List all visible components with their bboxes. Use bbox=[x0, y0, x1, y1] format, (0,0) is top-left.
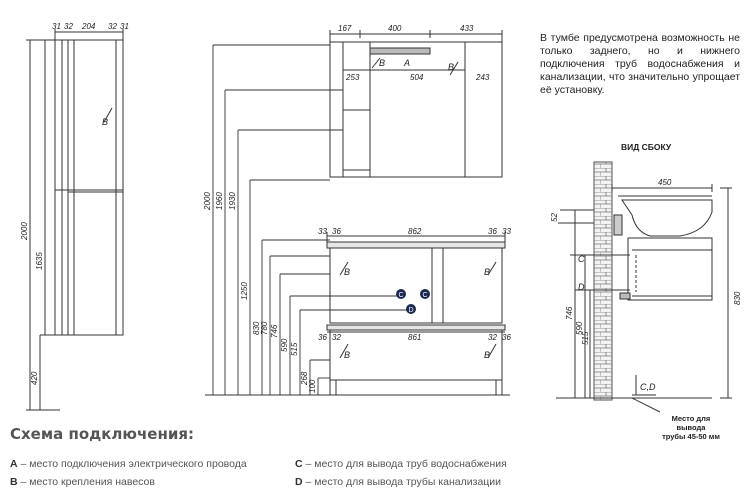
legend-item-a: A – место подключения электрического про… bbox=[10, 458, 247, 470]
legend-item-c: C – место для вывода труб водоснабжения bbox=[295, 458, 507, 470]
legend-text-b: – место крепления навесов bbox=[17, 476, 155, 488]
column-cabinet bbox=[26, 29, 124, 411]
conn-dim-2: 780 bbox=[260, 321, 269, 335]
mirror-inner-1: 253 bbox=[345, 73, 360, 82]
col-dim-2: 32 bbox=[64, 22, 73, 31]
upper-dim-4: 36 bbox=[488, 227, 497, 236]
side-label-d: D bbox=[578, 282, 585, 292]
mirror-label-b-right: B bbox=[448, 62, 454, 72]
installation-note: В тумбе предусмотрена возможность не тол… bbox=[540, 32, 740, 96]
legend-key-a: A bbox=[10, 458, 18, 470]
marker-d: D bbox=[409, 307, 414, 314]
col-dim-base: 420 bbox=[30, 371, 39, 385]
stack-dim-3: 1930 bbox=[228, 192, 237, 210]
upper-dim-1: 33 bbox=[318, 227, 327, 236]
upper-dim-3: 862 bbox=[408, 227, 422, 236]
vanity-label-b-3: B bbox=[344, 350, 350, 360]
side-dim-width: 450 bbox=[658, 178, 672, 187]
lower-dim-3: 861 bbox=[408, 333, 421, 342]
lower-dim-1: 36 bbox=[318, 333, 327, 342]
legend-key-b: B bbox=[10, 476, 18, 488]
col-dim-1: 31 bbox=[52, 22, 61, 31]
upper-dim-5: 33 bbox=[502, 227, 511, 236]
side-view-drawing bbox=[556, 184, 732, 413]
marker-c-left: C bbox=[399, 292, 404, 299]
conn-dim-5: 515 bbox=[290, 342, 299, 356]
stack-dim-4: 1250 bbox=[240, 282, 249, 300]
side-label-c: C bbox=[578, 254, 585, 264]
mirror-dim-2: 400 bbox=[388, 24, 402, 33]
pipe-note-line-1: Место для bbox=[671, 414, 711, 423]
conn-dim-3: 746 bbox=[270, 324, 279, 338]
side-label-cd: C,D bbox=[640, 382, 656, 392]
col-dim-4: 32 bbox=[108, 22, 117, 31]
conn-dim-1: 830 bbox=[252, 321, 261, 335]
legend-key-c: C bbox=[295, 458, 303, 470]
legend-item-b: B – место крепления навесов bbox=[10, 476, 155, 488]
side-dim-3: 590 bbox=[575, 321, 584, 335]
vanity-label-b-1: B bbox=[344, 267, 350, 277]
legend-text-a: – место подключения электрического прово… bbox=[17, 458, 247, 470]
side-view-title: ВИД СБОКУ bbox=[621, 142, 672, 152]
pipe-note-line-2: вывода bbox=[676, 423, 706, 432]
col-dim-5: 31 bbox=[120, 22, 129, 31]
dimension-stack bbox=[205, 44, 510, 396]
lower-dim-5: 36 bbox=[502, 333, 511, 342]
mirror-label-a: A bbox=[403, 58, 410, 68]
mirror-cabinet bbox=[329, 30, 503, 178]
legend-key-d: D bbox=[295, 476, 303, 488]
pipe-outlet-note: Место для вывода трубы 45-50 мм bbox=[656, 414, 726, 441]
mirror-dim-1: 167 bbox=[338, 24, 352, 33]
side-dim-right: 830 bbox=[733, 291, 742, 305]
mirror-dim-3: 433 bbox=[460, 24, 474, 33]
pipe-note-line-3: трубы 45-50 мм bbox=[662, 432, 720, 441]
vanity-cabinets bbox=[326, 232, 506, 395]
conn-dim-7: 100 bbox=[308, 379, 317, 393]
col-dim-split: 1635 bbox=[35, 252, 44, 270]
marker-c-right: C bbox=[423, 292, 428, 299]
stack-dim-2: 1960 bbox=[215, 192, 224, 210]
vanity-label-b-2: B bbox=[484, 267, 490, 277]
col-dim-3: 204 bbox=[81, 22, 96, 31]
mirror-label-b-left: B bbox=[379, 58, 385, 68]
legend-title: Схема подключения: bbox=[10, 425, 194, 443]
mirror-inner-2: 504 bbox=[410, 73, 424, 82]
legend-item-d: D – место для вывода трубы канализации bbox=[295, 476, 501, 488]
vanity-label-b-4: B bbox=[484, 350, 490, 360]
legend-text-d: – место для вывода трубы канализации bbox=[302, 476, 502, 488]
legend-text-c: – место для вывода труб водоснабжения bbox=[302, 458, 507, 470]
col-dim-height: 2000 bbox=[20, 222, 29, 241]
side-dim-4: 515 bbox=[581, 331, 590, 345]
col-label-b: B bbox=[102, 117, 108, 127]
mirror-inner-3: 243 bbox=[475, 73, 490, 82]
conn-dim-6: 268 bbox=[300, 371, 309, 386]
side-dim-1: 52 bbox=[550, 213, 559, 222]
brick-wall bbox=[593, 161, 613, 401]
side-dim-2: 746 bbox=[565, 306, 574, 320]
upper-dim-2: 36 bbox=[332, 227, 341, 236]
stack-dim-1: 2000 bbox=[203, 192, 212, 211]
lower-dim-2: 32 bbox=[332, 333, 341, 342]
connection-markers bbox=[396, 289, 430, 314]
conn-dim-4: 590 bbox=[280, 338, 289, 352]
lower-dim-4: 32 bbox=[488, 333, 497, 342]
